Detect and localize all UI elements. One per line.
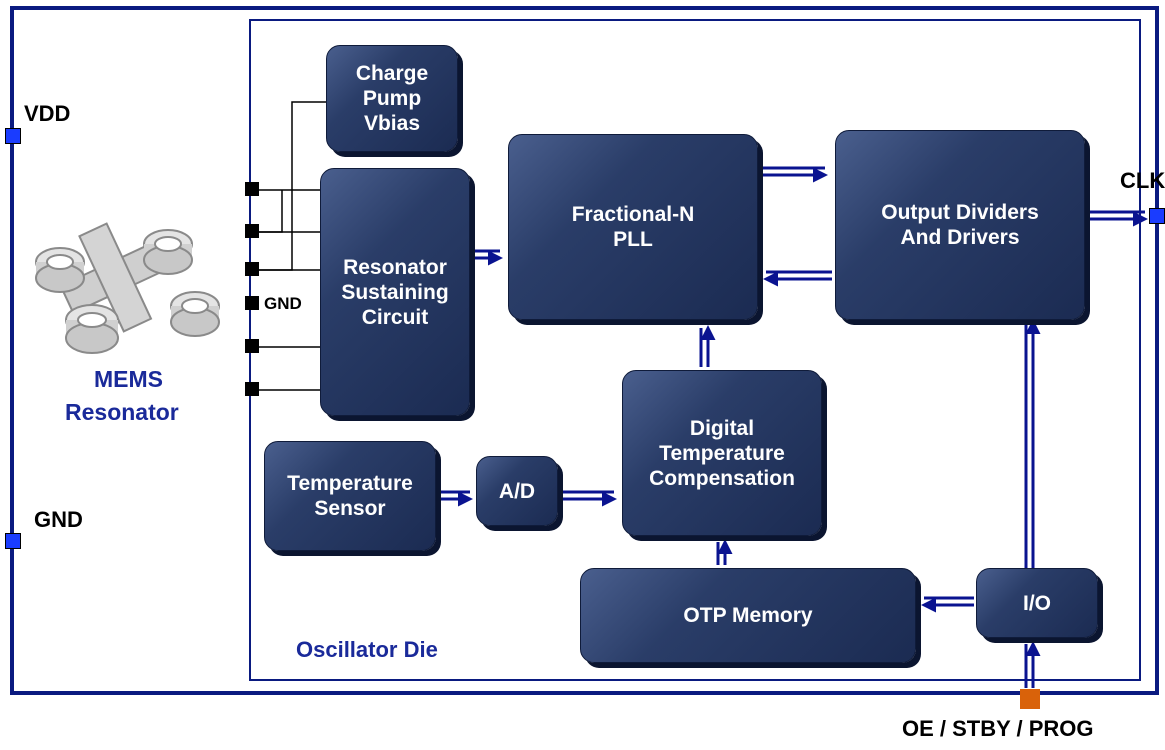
- pad: [245, 262, 259, 276]
- resonator-sustaining-circuit-block: Resonator Sustaining Circuit: [320, 168, 470, 416]
- pad: [245, 382, 259, 396]
- charge-pump-block: Charge Pump Vbias: [326, 45, 458, 152]
- clk-label: CLK: [1120, 168, 1165, 193]
- ad-converter-block: A/D: [476, 456, 558, 526]
- mems-resonator-image: [35, 222, 220, 354]
- pad: [245, 339, 259, 353]
- clk-pin: [1149, 208, 1165, 224]
- fractional-n-pll-block: Fractional-N PLL: [508, 134, 758, 320]
- oscillator-die-label: Oscillator Die: [296, 637, 438, 662]
- resonator-wires: [250, 101, 328, 391]
- output-dividers-block: Output Dividers And Drivers: [835, 130, 1085, 320]
- pad: [245, 296, 259, 310]
- gnd-label: GND: [34, 507, 83, 532]
- mems-label: MEMS: [94, 366, 163, 392]
- gnd-pad-label: GND: [264, 294, 302, 313]
- oe-stby-prog-pin: [1020, 689, 1040, 709]
- temperature-sensor-block: Temperature Sensor: [264, 441, 436, 551]
- resonator-label: Resonator: [65, 399, 179, 425]
- otp-memory-block: OTP Memory: [580, 568, 916, 663]
- pad: [245, 224, 259, 238]
- vdd-pin: [5, 128, 21, 144]
- package-outline: [10, 6, 1159, 695]
- digital-temperature-compensation-block: Digital Temperature Compensation: [622, 370, 822, 536]
- pad: [245, 182, 259, 196]
- io-block: I/O: [976, 568, 1098, 638]
- oe-stby-prog-label: OE / STBY / PROG: [902, 716, 1094, 741]
- signal-arrows: [440, 166, 1148, 688]
- vdd-label: VDD: [24, 101, 71, 126]
- gnd-pin: [5, 533, 21, 549]
